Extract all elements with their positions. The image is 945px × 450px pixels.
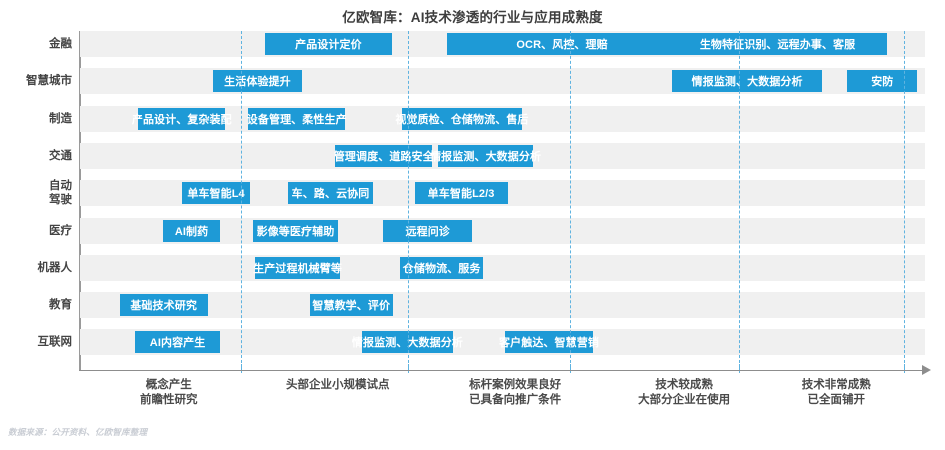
row-label-text: 制造: [49, 112, 72, 125]
gridline-4: [739, 31, 741, 373]
x-axis-arrow-icon: [922, 365, 931, 375]
row-label-text: 教育: [49, 299, 72, 312]
row-label-制造: 制造: [0, 112, 72, 126]
stage-label-line: 技术较成熟: [655, 379, 713, 391]
x-tick-1: [240, 364, 242, 370]
source-note: 数据来源：公开资料、亿欧智库整理: [8, 427, 148, 437]
stage-label-2: 头部企业小规模试点: [248, 378, 428, 393]
maturity-bar[interactable]: 产品设计、复杂装配: [132, 107, 232, 130]
maturity-bar[interactable]: 基础技术研究: [119, 294, 208, 317]
row-label-text: 驾驶: [49, 194, 72, 207]
maturity-bar[interactable]: 视觉质检、仓储物流、售后: [395, 107, 528, 130]
row-band: [80, 329, 925, 356]
maturity-bar[interactable]: 单车智能L4: [182, 182, 250, 205]
stage-label-5: 技术非常成熟已全面铺开: [746, 378, 926, 408]
gridline-2: [407, 31, 409, 373]
row-label-交通: 交通: [0, 149, 72, 163]
maturity-bar[interactable]: 设备管理、柔性生产: [247, 107, 347, 130]
maturity-bar[interactable]: OCR、风控、理赔: [446, 33, 678, 55]
x-tick-4: [739, 364, 741, 370]
row-label-text: 机器人: [37, 261, 73, 274]
row-band: [80, 217, 925, 244]
stage-label-line: 头部企业小规模试点: [285, 379, 390, 391]
row-label-text: 交通: [49, 149, 72, 162]
maturity-bar[interactable]: 生物特征识别、远程办事、客服: [668, 33, 887, 55]
x-tick-5: [903, 364, 906, 370]
page-title: 亿欧智库：AI技术渗透的行业与应用成熟度: [342, 10, 603, 25]
stage-label-line: 概念产生: [145, 379, 192, 391]
maturity-bar[interactable]: 安防: [847, 70, 918, 93]
row-label-互联网: 互联网: [0, 335, 73, 349]
maturity-bar[interactable]: 远程问诊: [383, 219, 473, 242]
row-label-text: 智慧城市: [26, 75, 72, 88]
maturity-bar[interactable]: 情报监测、大数据分析: [672, 70, 822, 93]
row-label-金融: 金融: [0, 37, 72, 51]
row-label-text: 自动: [49, 180, 72, 193]
maturity-bar[interactable]: 智慧教学、评价: [309, 294, 393, 317]
maturity-bar[interactable]: 情报监测、大数据分析: [430, 144, 541, 167]
maturity-bar[interactable]: 车、路、云协同: [287, 182, 374, 205]
x-tick-2: [407, 364, 410, 370]
stage-label-4: 技术较成熟大部分企业在使用: [594, 378, 774, 408]
maturity-bar[interactable]: 客户触达、智慧营销: [499, 331, 599, 354]
x-tick-3: [570, 364, 572, 370]
row-label-医疗: 医疗: [0, 224, 72, 238]
x-axis-line: [79, 370, 924, 372]
stage-label-line: 标杆案例效果良好: [469, 379, 562, 391]
row-label-自动驾驶: 自动驾驶: [0, 179, 72, 207]
maturity-bar[interactable]: 仓储物流、服务: [400, 256, 484, 279]
gridline-3: [570, 31, 572, 373]
stage-label-line: 大部分企业在使用: [638, 394, 731, 406]
row-label-教育: 教育: [0, 298, 72, 312]
maturity-bar[interactable]: 单车智能L2/3: [414, 182, 508, 205]
stage-label-line: 技术非常成熟: [801, 379, 871, 391]
row-label-text: 医疗: [49, 224, 72, 237]
gridline-5: [903, 31, 905, 373]
stage-label-line: 前瞻性研究: [139, 394, 198, 406]
stage-label-line: 已具备向推广条件: [469, 394, 562, 406]
maturity-bar[interactable]: AI制药: [162, 219, 221, 242]
y-axis-line: [79, 31, 81, 370]
maturity-bar[interactable]: AI内容产生: [134, 331, 221, 354]
row-label-智慧城市: 智慧城市: [0, 74, 72, 88]
row-band: [80, 292, 925, 319]
row-label-text: 互联网: [37, 336, 73, 349]
stage-label-1: 概念产生前瞻性研究: [79, 378, 259, 408]
stage-label-line: 已全面铺开: [807, 394, 866, 406]
maturity-bar[interactable]: 生活体验提升: [212, 70, 303, 93]
row-band: [80, 254, 925, 281]
gridline-1: [240, 31, 242, 373]
row-label-机器人: 机器人: [0, 261, 73, 275]
maturity-bar[interactable]: 生产过程机械臂等: [253, 256, 342, 279]
stage-label-3: 标杆案例效果良好已具备向推广条件: [425, 378, 605, 408]
maturity-bar[interactable]: 影像等医疗辅助: [253, 219, 338, 242]
row-label-text: 金融: [49, 38, 72, 50]
maturity-bar[interactable]: 情报监测、大数据分析: [352, 331, 463, 354]
maturity-bar[interactable]: 管理调度、道路安全: [334, 144, 434, 167]
maturity-bar[interactable]: 产品设计定价: [265, 33, 392, 55]
